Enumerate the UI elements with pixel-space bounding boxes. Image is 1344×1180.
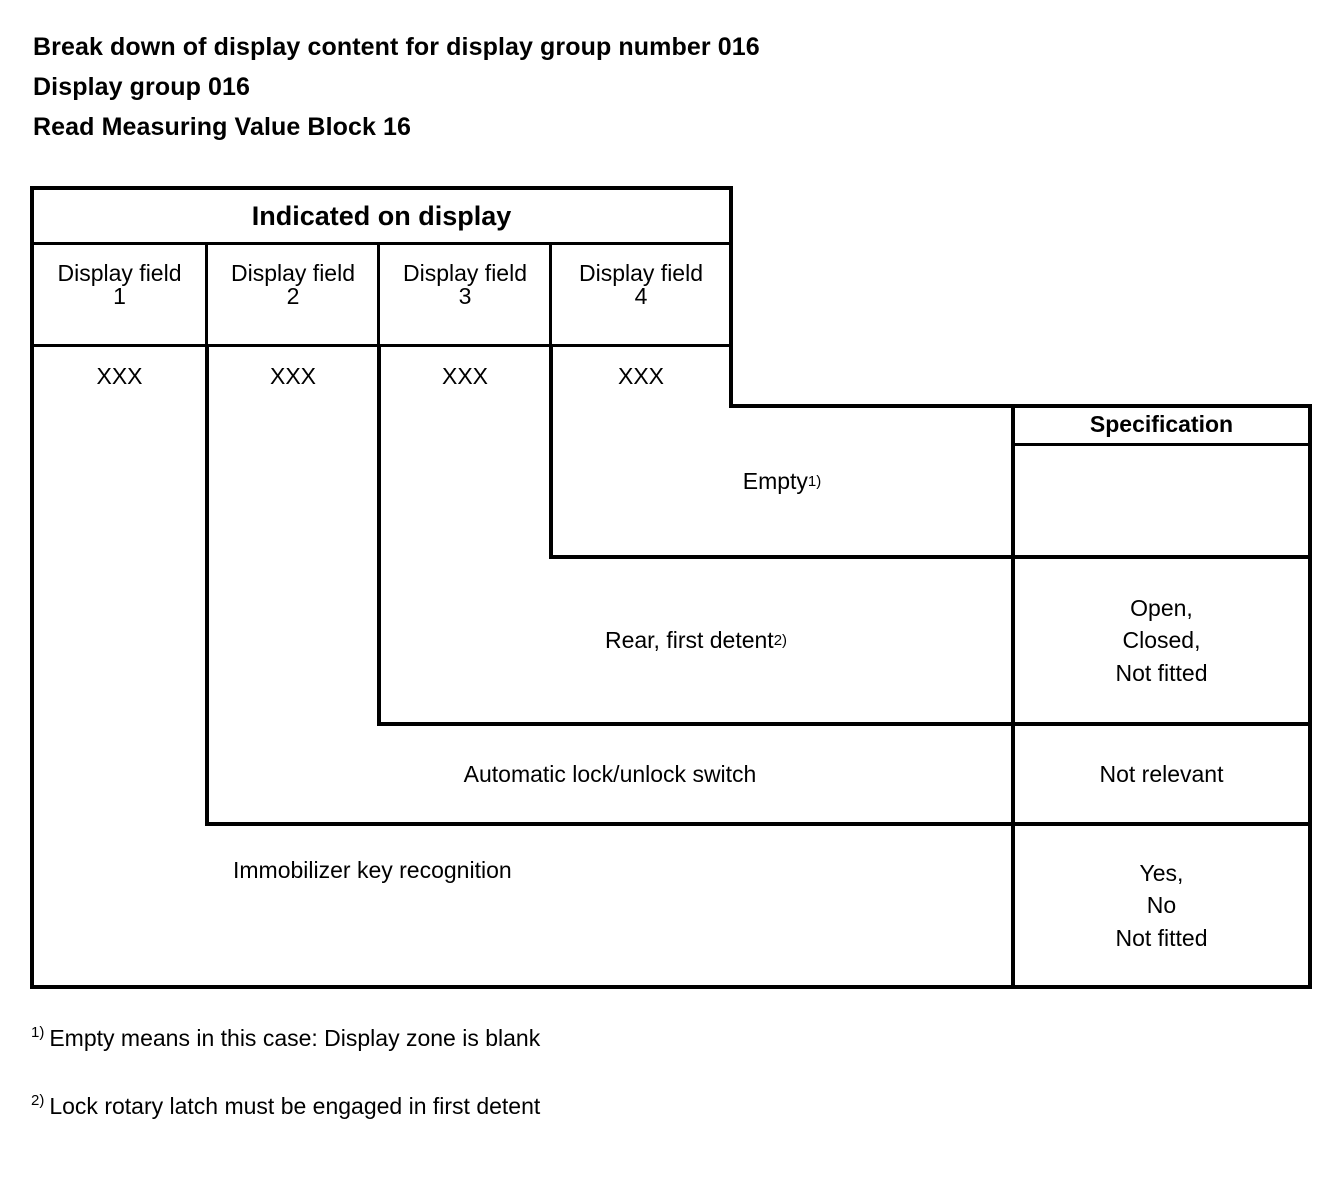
row-empty-specification [1015, 447, 1308, 555]
display-field-2-number: 2 [286, 282, 300, 309]
display-field-4-number: 4 [634, 282, 648, 309]
specification-column-header: Specification [1089, 411, 1234, 438]
page-title-line-3: Read Measuring Value Block 16 [33, 113, 412, 141]
footnote-2-text: Lock rotary latch must be engaged in fir… [49, 1093, 541, 1119]
display-field-2-label: Display field [231, 259, 355, 286]
display-field-2-value: XXX [269, 362, 317, 389]
footnote-2: 2)Lock rotary latch must be engaged in f… [31, 1093, 540, 1120]
border-under-specification-header [1011, 443, 1312, 446]
divider-field-3-4-header [549, 242, 552, 345]
display-field-1-header: Display field [34, 248, 205, 298]
step-floor-empty-row [549, 555, 1312, 559]
divider-field-1-2-header [205, 242, 208, 345]
display-field-4-label: Display field [579, 259, 703, 286]
page-title-line-2: Display group 016 [33, 73, 251, 101]
display-field-3-header: Display field [381, 248, 549, 298]
row-immobilizer-specification: Yes, No Not fitted [1115, 859, 1208, 951]
border-right-display-fields [729, 186, 733, 408]
border-top-outer [30, 186, 733, 190]
divider-specification-column [1011, 404, 1015, 989]
divider-field-2-3-header [377, 242, 380, 345]
border-left-outer [30, 186, 34, 989]
display-field-1-number: 1 [113, 282, 126, 309]
display-field-3-value: XXX [441, 362, 489, 389]
step-wall-field-2 [205, 344, 209, 826]
display-field-3-number: 3 [458, 282, 472, 309]
display-field-1-value: XXX [96, 362, 143, 389]
row-rear-detent-specification: Open, Closed, Not fitted [1115, 594, 1208, 686]
footnote-1: 1)Empty means in this case: Display zone… [31, 1025, 540, 1052]
row-auto-lock-specification: Not relevant [1099, 760, 1224, 787]
row-immobilizer-description: Immobilizer key recognition [233, 856, 512, 883]
row-auto-lock-description: Automatic lock/unlock switch [463, 760, 757, 787]
group-header-indicated-on-display: Indicated on display [251, 200, 512, 231]
display-field-4-value: XXX [617, 362, 665, 389]
step-floor-rear-detent-row [377, 722, 1312, 726]
display-field-2-header: Display field [209, 248, 377, 298]
display-field-1-label: Display field [57, 259, 182, 286]
step-wall-field-3 [377, 344, 381, 726]
footnote-1-text: Empty means in this case: Display zone i… [49, 1025, 541, 1051]
footnote-1-mark: 1) [31, 1024, 45, 1042]
display-field-3-label: Display field [403, 259, 527, 286]
step-wall-field-4 [549, 344, 553, 559]
border-bottom-outer [30, 985, 1312, 989]
footnote-2-mark: 2) [31, 1092, 45, 1110]
border-right-outer [1308, 404, 1312, 989]
border-under-xxx-row-right [729, 404, 1312, 408]
border-under-field-labels [30, 344, 733, 347]
display-field-4-header: Display field [553, 248, 729, 298]
row-empty-description-text: Empty [742, 468, 808, 495]
border-under-group-header [30, 242, 733, 245]
page-title-line-1: Break down of display content for displa… [33, 33, 760, 61]
row-rear-detent-description-text: Rear, first detent [604, 627, 774, 654]
step-floor-auto-lock-row [205, 822, 1312, 826]
